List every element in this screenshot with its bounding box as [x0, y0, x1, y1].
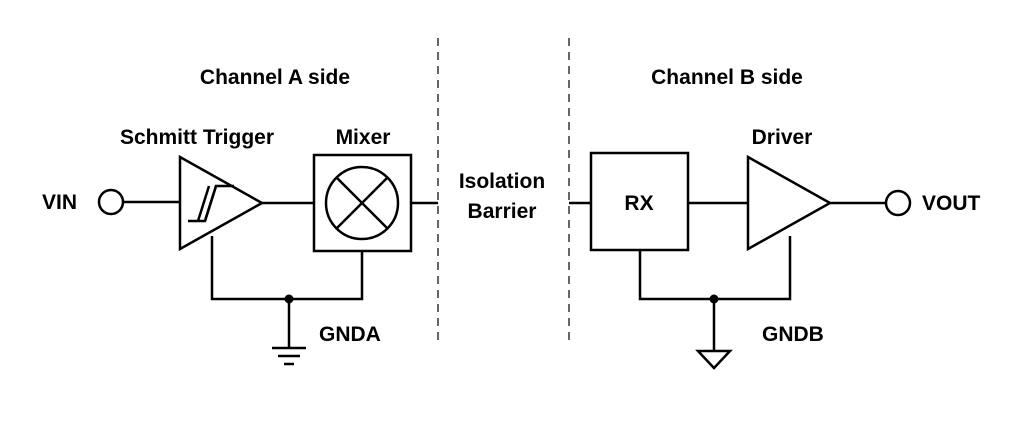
isolation-label-line2: Barrier [468, 200, 537, 223]
driver-buffer [746, 154, 833, 252]
mixer-block [312, 153, 413, 253]
schmitt-trigger-buffer [178, 154, 265, 252]
ground-triangle-icon [695, 349, 733, 370]
channel-a-title: Channel A side [200, 66, 350, 89]
vin-pin [97, 188, 125, 216]
mixer-label: Mixer [336, 126, 391, 149]
rx-label: RX [624, 192, 653, 215]
channel-b-title: Channel B side [651, 66, 803, 89]
gnda-label: GNDA [319, 323, 381, 346]
schmitt-trigger-label: Schmitt Trigger [120, 126, 274, 149]
vin-label: VIN [42, 191, 77, 214]
isolation-label-line1: Isolation [459, 170, 545, 193]
vout-pin [884, 189, 912, 217]
ground-symbol-icon [272, 346, 306, 366]
driver-label: Driver [752, 126, 813, 149]
hysteresis-icon [188, 184, 234, 223]
vout-label: VOUT [922, 192, 981, 215]
gndb-label: GNDB [762, 323, 824, 346]
